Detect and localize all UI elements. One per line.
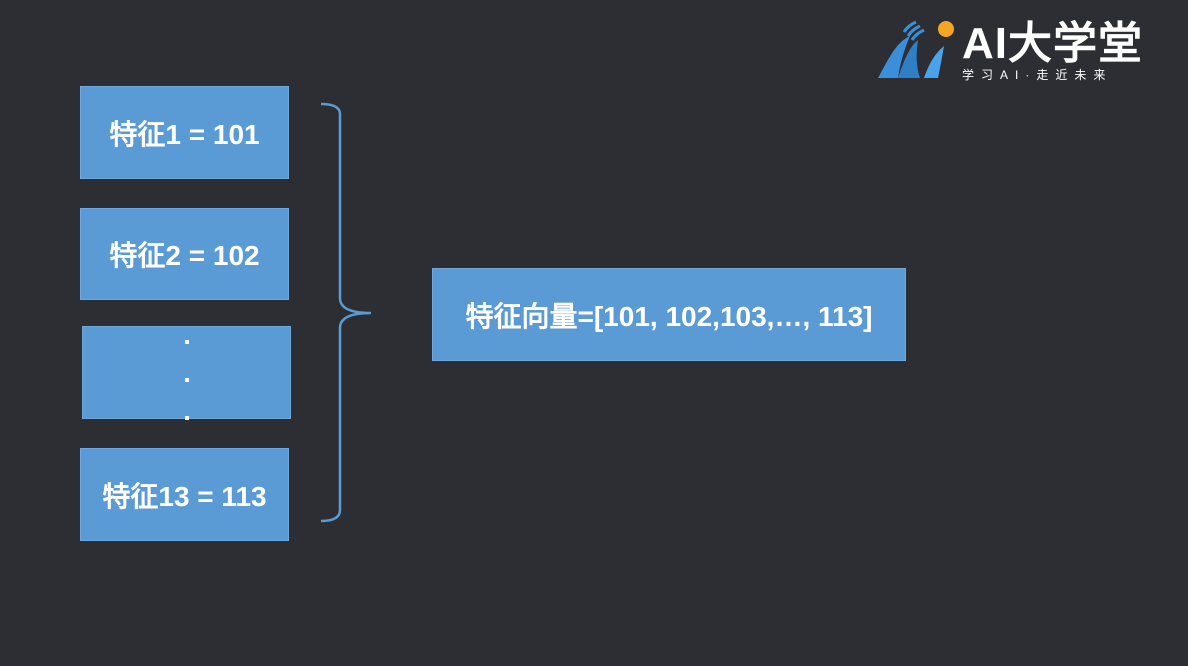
- feature-vector-box: 特征向量=[101, 102,103,…, 113]: [432, 268, 906, 361]
- feature-box-13: 特征13 = 113: [80, 448, 289, 541]
- feature-1-label: 特征1 = 101: [109, 118, 260, 150]
- logo-title: AI大学堂: [962, 19, 1143, 68]
- feature-vector-label: 特征向量=[101, 102,103,…, 113]: [465, 300, 873, 332]
- logo: AI大学堂 学习AI·走近未来: [874, 16, 1164, 86]
- ellipsis-dot: [185, 340, 189, 344]
- right-curly-brace-icon: [320, 102, 372, 523]
- vertical-ellipsis: [83, 327, 290, 420]
- logo-mark-icon: [878, 20, 954, 78]
- feature-13-label: 特征13 = 113: [102, 480, 267, 512]
- ellipsis-dot: [185, 416, 189, 420]
- logo-slogan: 学习AI·走近未来: [962, 68, 1113, 82]
- ellipsis-box: [82, 326, 291, 420]
- feature-box-2: 特征2 = 102: [80, 208, 289, 300]
- feature-2-label: 特征2 = 102: [109, 240, 260, 271]
- feature-box-1: 特征1 = 101: [80, 86, 289, 179]
- ellipsis-dot: [185, 378, 189, 382]
